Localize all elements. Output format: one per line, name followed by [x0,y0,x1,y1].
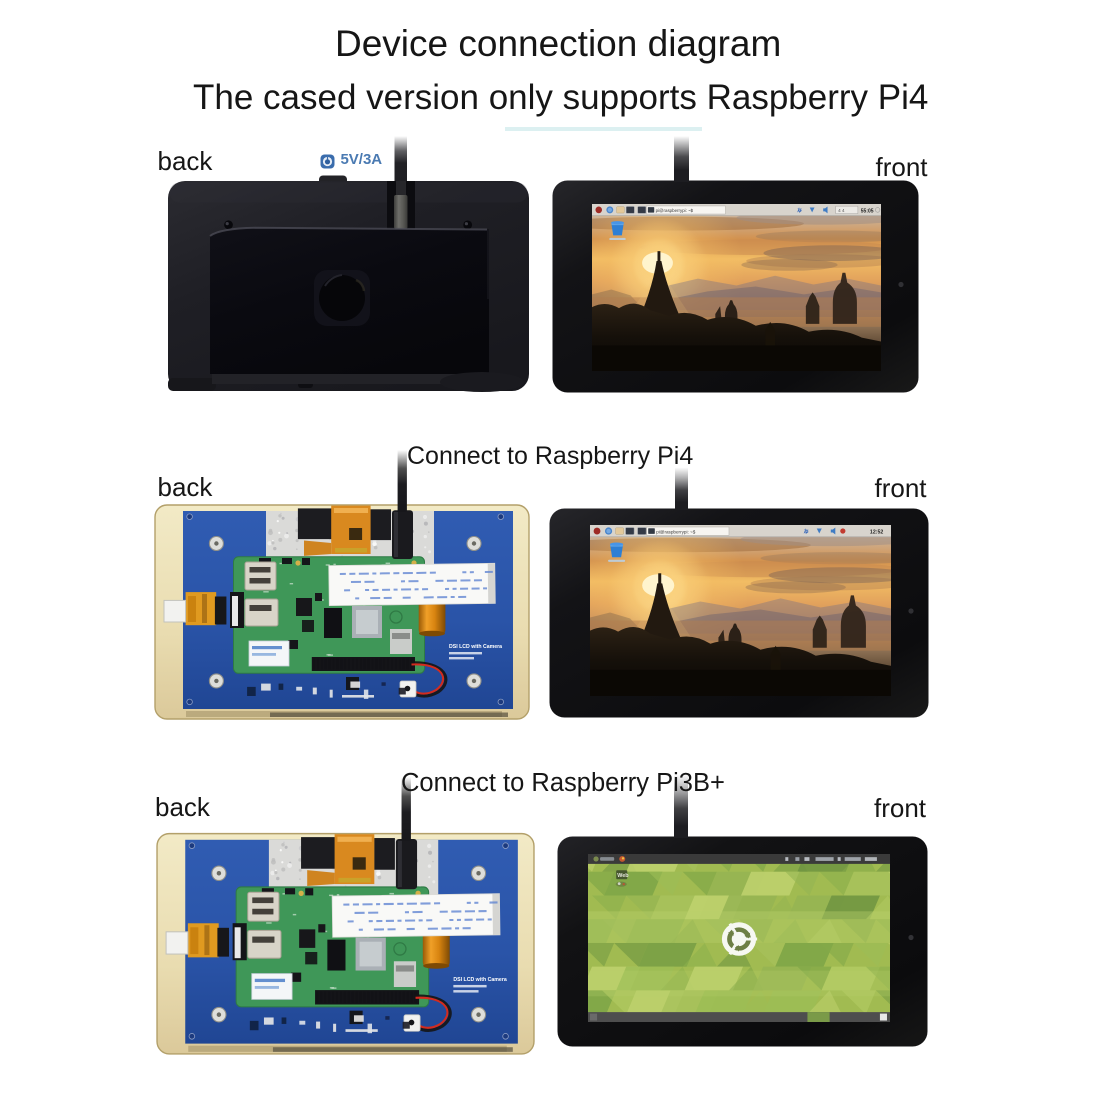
svg-text:Web: Web [617,873,629,879]
svg-text:12:52: 12:52 [870,529,883,535]
svg-text:DSI LCD with Camera: DSI LCD with Camera [453,977,506,983]
svg-text:DSI LCD with Camera: DSI LCD with Camera [449,644,502,650]
svg-text:pi@raspberrypi: ~$: pi@raspberrypi: ~$ [656,529,696,534]
svg-text:55:05: 55:05 [861,208,874,214]
svg-text:4 4: 4 4 [838,208,845,213]
svg-text:pi@raspberrypi: ~$: pi@raspberrypi: ~$ [656,208,694,213]
